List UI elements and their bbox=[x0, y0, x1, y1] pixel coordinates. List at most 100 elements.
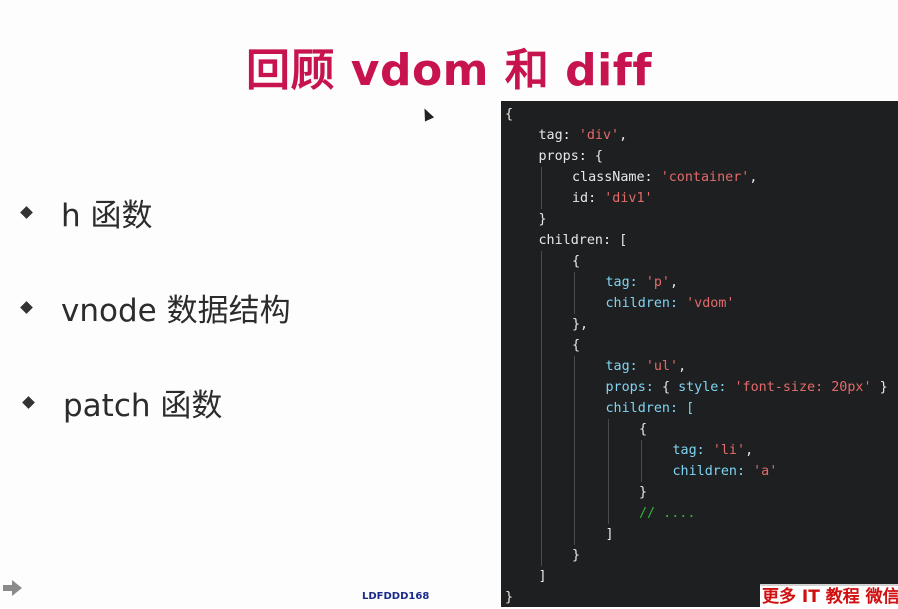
mouse-cursor-icon bbox=[419, 106, 435, 122]
indent-guide bbox=[540, 545, 542, 566]
indent-guide bbox=[574, 377, 575, 398]
code-token: } bbox=[639, 485, 648, 500]
indent-guide bbox=[540, 377, 542, 398]
code-token: 'font-size: 20px' bbox=[734, 380, 872, 395]
code-token: { bbox=[661, 380, 679, 395]
code-line-content: children: 'vdom' bbox=[606, 293, 735, 314]
indent-guide bbox=[540, 314, 542, 335]
code-line-content: props: { bbox=[539, 146, 604, 167]
indent-guide bbox=[540, 482, 542, 503]
code-line-content: ] bbox=[539, 566, 547, 587]
slide-title: 回顾 vdom 和 diff bbox=[245, 45, 653, 96]
indent-guide bbox=[540, 398, 542, 419]
code-token: children: bbox=[605, 296, 687, 311]
code-token: tag: bbox=[605, 359, 646, 374]
indent-guide bbox=[540, 272, 542, 293]
code-token: ] bbox=[605, 527, 614, 542]
code-token: tag: bbox=[605, 275, 646, 290]
diamond-bullet-icon bbox=[22, 396, 35, 409]
code-line-content: tag: 'li', bbox=[673, 440, 754, 461]
indent-guide bbox=[540, 335, 542, 356]
code-token: 'vdom' bbox=[686, 296, 735, 311]
indent-guide bbox=[540, 461, 542, 482]
code-token: ] bbox=[538, 569, 547, 584]
indent-guide bbox=[574, 461, 575, 482]
indent-guide bbox=[641, 440, 642, 461]
indent-guide bbox=[540, 503, 542, 524]
indent-guide bbox=[574, 524, 575, 545]
code-line-content: children: [ bbox=[539, 230, 628, 251]
code-token: { bbox=[572, 338, 581, 353]
code-line-content: props: { style: 'font-size: 20px' } bbox=[606, 377, 888, 398]
code-token: } bbox=[572, 548, 581, 563]
indent-guide bbox=[607, 419, 609, 440]
code-token: 'a' bbox=[753, 464, 778, 479]
indent-guide bbox=[540, 167, 542, 188]
code-line-content: tag: 'ul', bbox=[606, 356, 687, 377]
code-line-content: className: 'container', bbox=[572, 167, 757, 188]
diamond-bullet-icon bbox=[20, 206, 33, 219]
bullet-text: h 函数 bbox=[61, 198, 153, 234]
code-token: 'ul' bbox=[645, 359, 679, 374]
code-token: } bbox=[538, 212, 547, 227]
code-line-content: } bbox=[539, 209, 547, 230]
indent-guide bbox=[574, 482, 575, 503]
arrow-right-icon[interactable] bbox=[2, 578, 24, 598]
diamond-bullet-icon bbox=[20, 301, 33, 314]
code-token: id: bbox=[572, 191, 605, 206]
indent-guide bbox=[607, 503, 609, 524]
code-line-content: { bbox=[639, 419, 647, 440]
code-line-content: children: 'a' bbox=[673, 461, 778, 482]
code-token: props: { bbox=[538, 149, 604, 164]
indent-guide bbox=[540, 356, 542, 377]
code-line-content: { bbox=[505, 104, 513, 125]
code-panel: { tag: 'div', props: { className: 'containe… bbox=[501, 101, 898, 607]
indent-guide bbox=[607, 461, 609, 482]
code-token: } bbox=[505, 590, 514, 605]
code-token: { bbox=[505, 107, 514, 122]
indent-guide bbox=[607, 440, 609, 461]
indent-guide bbox=[540, 440, 542, 461]
code-line-content: } bbox=[639, 482, 647, 503]
bullet-item: h 函数 bbox=[18, 190, 153, 235]
indent-guide bbox=[574, 440, 575, 461]
code-token: tag: bbox=[538, 128, 579, 143]
indent-guide bbox=[540, 524, 542, 545]
code-line-content: id: 'div1' bbox=[572, 188, 653, 209]
bullet-item: vnode 数据结构 bbox=[18, 285, 291, 330]
indent-guide bbox=[574, 272, 575, 293]
bullet-item: patch 函数 bbox=[20, 380, 222, 425]
code-token: children: bbox=[672, 464, 754, 479]
code-token: 'div1' bbox=[604, 191, 653, 206]
code-token: children: [ bbox=[605, 401, 695, 416]
code-line-content: } bbox=[505, 587, 513, 607]
indent-guide bbox=[607, 482, 609, 503]
code-line-content: ] bbox=[606, 524, 614, 545]
watermark-text: LDFDDD168 bbox=[362, 591, 430, 602]
promo-banner: 更多 IT 教程 微信 bbox=[760, 584, 898, 609]
code-line-content: tag: 'div', bbox=[539, 125, 628, 146]
code-line-content: } bbox=[572, 545, 580, 566]
bullet-text: vnode 数据结构 bbox=[61, 293, 291, 329]
code-token: { bbox=[639, 422, 648, 437]
code-token: // .... bbox=[639, 506, 696, 521]
code-token: , bbox=[749, 170, 758, 185]
code-line-content: // .... bbox=[639, 503, 695, 524]
code-token: tag: bbox=[672, 443, 713, 458]
code-token: 'container' bbox=[660, 170, 750, 185]
code-token: , bbox=[670, 275, 679, 290]
code-token: , bbox=[678, 359, 687, 374]
indent-guide bbox=[574, 503, 575, 524]
indent-guide bbox=[641, 461, 642, 482]
code-token: , bbox=[619, 128, 628, 143]
code-token: 'li' bbox=[712, 443, 746, 458]
code-line-content: children: [ bbox=[606, 398, 695, 419]
code-token: 'div' bbox=[578, 128, 620, 143]
code-token: { bbox=[572, 254, 581, 269]
indent-guide bbox=[574, 419, 575, 440]
code-line-content: { bbox=[572, 335, 580, 356]
indent-guide bbox=[540, 293, 542, 314]
code-token: }, bbox=[572, 317, 589, 332]
code-line-content: { bbox=[572, 251, 580, 272]
